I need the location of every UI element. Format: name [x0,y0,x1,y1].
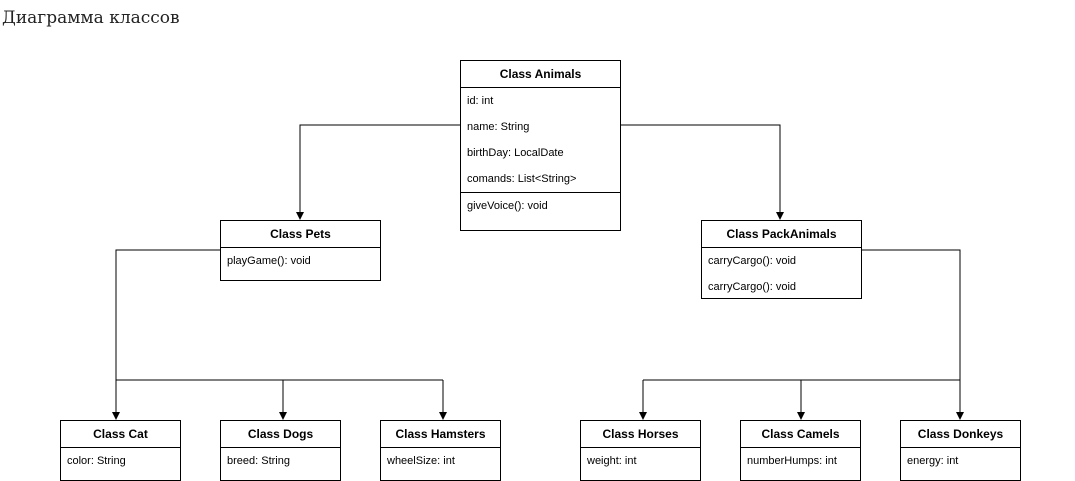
class-cat: Class Cat color: String [60,420,181,481]
class-pets-method: playGame(): void [227,255,311,267]
class-donkeys-fields: energy: int [901,448,1020,474]
class-animals-name: Class Animals [461,61,620,88]
class-animals-field: comands: List<String> [467,173,577,185]
class-donkeys-field: energy: int [907,455,959,467]
class-pets-name: Class Pets [221,221,380,248]
class-cat-fields: color: String [61,448,180,474]
class-pack-animals-methods: carryCargo(): void carryCargo(): void [702,248,861,300]
class-pack-animals: Class PackAnimals carryCargo(): void car… [701,220,862,299]
class-horses-field: weight: int [587,455,637,467]
class-pack-animals-name: Class PackAnimals [702,221,861,248]
class-horses-fields: weight: int [581,448,700,474]
edge-animals-pack [620,124,784,220]
class-pets-methods: playGame(): void [221,248,380,274]
edge-pets-trunk [115,249,443,381]
class-animals-methods: giveVoice(): void [461,193,620,219]
class-cat-field: color: String [67,455,126,467]
class-pack-animals-method: carryCargo(): void [708,255,797,267]
class-horses-name: Class Horses [581,421,700,448]
class-dogs: Class Dogs breed: String [220,420,341,481]
class-animals: Class Animals id: int name: String birth… [460,60,621,231]
class-donkeys-name: Class Donkeys [901,421,1020,448]
class-pack-animals-method: carryCargo(): void [708,281,797,293]
edge-animals-pets [296,124,460,220]
class-camels-field: numberHumps: int [747,455,837,467]
class-pets: Class Pets playGame(): void [220,220,381,281]
class-cat-name: Class Cat [61,421,180,448]
class-camels-name: Class Camels [741,421,860,448]
class-horses: Class Horses weight: int [580,420,701,481]
class-animals-field: name: String [467,121,530,133]
page-title: Диаграмма классов [2,8,180,28]
class-dogs-field: breed: String [227,455,290,467]
class-animals-fields: id: int name: String birthDay: LocalDate… [461,88,620,193]
class-camels: Class Camels numberHumps: int [740,420,861,481]
class-hamsters: Class Hamsters wheelSize: int [380,420,501,481]
class-hamsters-fields: wheelSize: int [381,448,500,474]
class-donkeys: Class Donkeys energy: int [900,420,1021,481]
class-hamsters-name: Class Hamsters [381,421,500,448]
class-animals-field: birthDay: LocalDate [467,147,564,159]
class-dogs-fields: breed: String [221,448,340,474]
class-camels-fields: numberHumps: int [741,448,860,474]
class-animals-method: giveVoice(): void [467,200,548,212]
class-hamsters-field: wheelSize: int [387,455,455,467]
class-animals-field: id: int [467,95,494,107]
class-dogs-name: Class Dogs [221,421,340,448]
